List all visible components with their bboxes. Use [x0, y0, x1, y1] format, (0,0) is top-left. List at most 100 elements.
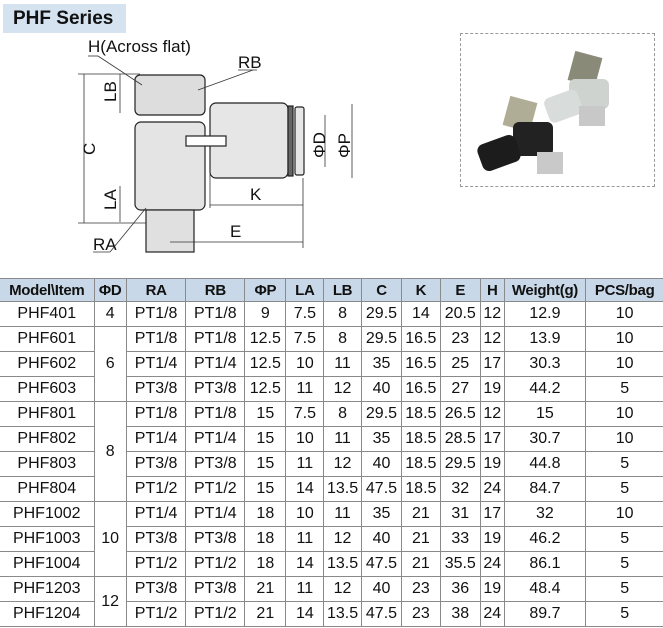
value-cell: 21 — [401, 551, 441, 577]
value-cell: 30.7 — [503, 426, 587, 452]
value-cell: 19 — [479, 376, 505, 402]
value-cell: 32 — [503, 501, 587, 527]
column-header: ΦP — [244, 278, 287, 302]
value-cell: 14 — [401, 301, 441, 327]
value-cell: 15 — [244, 401, 287, 427]
value-cell: PT3/8 — [125, 526, 187, 552]
value-cell: 26.5 — [439, 401, 481, 427]
value-cell: 17 — [479, 426, 505, 452]
value-cell: 10 — [585, 501, 663, 527]
value-cell: 35.5 — [439, 551, 481, 577]
value-cell: 23 — [401, 601, 441, 627]
value-cell: 44.8 — [503, 451, 587, 477]
model-cell: PHF803 — [0, 451, 95, 477]
model-cell: PHF1004 — [0, 551, 95, 577]
value-cell: 16.5 — [401, 351, 441, 377]
model-cell: PHF1203 — [0, 576, 95, 602]
value-cell: PT1/2 — [185, 476, 246, 502]
value-cell: PT1/8 — [125, 301, 187, 327]
value-cell: PT3/8 — [125, 451, 187, 477]
hex-nut — [134, 74, 206, 116]
model-cell: PHF801 — [0, 401, 95, 427]
label-p: ΦP — [335, 133, 354, 158]
value-cell: 28.5 — [439, 426, 481, 452]
value-cell: 15 — [503, 401, 587, 427]
value-cell: 11 — [285, 451, 325, 477]
value-cell: 18.5 — [401, 451, 441, 477]
value-cell: 5 — [585, 601, 663, 627]
value-cell: 11 — [285, 526, 325, 552]
value-cell: PT1/2 — [125, 476, 187, 502]
value-cell: 7.5 — [285, 326, 325, 352]
value-cell: 35 — [360, 501, 403, 527]
value-cell: 12 — [323, 526, 362, 552]
value-cell: 29.5 — [360, 301, 403, 327]
value-cell: 12 — [479, 301, 505, 327]
thread-a — [145, 209, 195, 253]
model-cell: PHF804 — [0, 476, 95, 502]
value-cell: PT1/4 — [125, 426, 187, 452]
model-cell: PHF1204 — [0, 601, 95, 627]
label-lb: LB — [101, 81, 120, 102]
value-cell: 40 — [360, 526, 403, 552]
label-la: LA — [101, 189, 120, 210]
value-cell: 10 — [585, 301, 663, 327]
value-cell: 18.5 — [401, 426, 441, 452]
diameter-cell: 12 — [93, 576, 127, 627]
value-cell: 15 — [244, 426, 287, 452]
label-e: E — [230, 222, 241, 241]
value-cell: 13.9 — [503, 326, 587, 352]
column-header: ΦD — [93, 278, 127, 302]
value-cell: 12.5 — [244, 376, 287, 402]
value-cell: 21 — [401, 501, 441, 527]
value-cell: 21 — [244, 601, 287, 627]
value-cell: 5 — [585, 376, 663, 402]
value-cell: 40 — [360, 576, 403, 602]
value-cell: 31 — [439, 501, 481, 527]
value-cell: 5 — [585, 476, 663, 502]
column-header: H — [479, 278, 505, 302]
value-cell: 14 — [285, 476, 325, 502]
value-cell: 18 — [244, 551, 287, 577]
value-cell: 24 — [479, 476, 505, 502]
value-cell: 24 — [479, 551, 505, 577]
diameter-cell: 10 — [93, 501, 127, 577]
value-cell: 19 — [479, 576, 505, 602]
label-c: C — [80, 143, 99, 155]
value-cell: 36 — [439, 576, 481, 602]
value-cell: 10 — [585, 401, 663, 427]
value-cell: 18.5 — [401, 401, 441, 427]
value-cell: 11 — [323, 501, 362, 527]
value-cell: 9 — [244, 301, 287, 327]
value-cell: 12 — [479, 326, 505, 352]
value-cell: 47.5 — [360, 601, 403, 627]
model-cell: PHF602 — [0, 351, 95, 377]
label-ra: RA — [93, 235, 117, 254]
value-cell: 23 — [401, 576, 441, 602]
value-cell: 86.1 — [503, 551, 587, 577]
value-cell: 40 — [360, 451, 403, 477]
column-header: LB — [323, 278, 362, 302]
column-header: K — [401, 278, 441, 302]
value-cell: 19 — [479, 451, 505, 477]
value-cell: 8 — [323, 326, 362, 352]
value-cell: 35 — [360, 351, 403, 377]
value-cell: 14 — [285, 601, 325, 627]
value-cell: 11 — [285, 576, 325, 602]
value-cell: 23 — [439, 326, 481, 352]
value-cell: 25 — [439, 351, 481, 377]
value-cell: PT3/8 — [125, 576, 187, 602]
product-photo — [460, 33, 655, 187]
value-cell: 12.5 — [244, 326, 287, 352]
value-cell: PT3/8 — [185, 526, 246, 552]
